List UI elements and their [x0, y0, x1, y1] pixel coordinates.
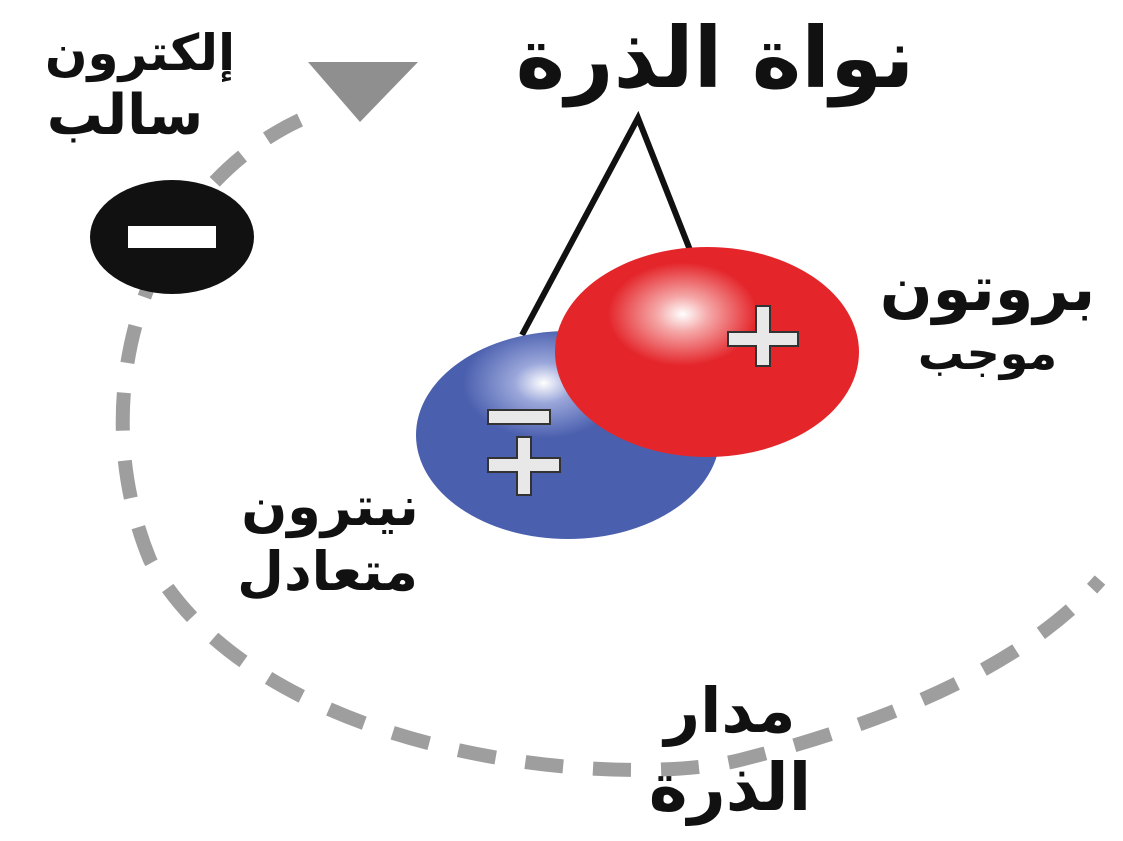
nucleus-label: نواة الذرة [480, 16, 950, 100]
proton [555, 247, 859, 457]
orbit-direction-arrow-icon [308, 62, 418, 122]
orbit-label-line2: الذرة [615, 755, 845, 821]
proton-label: بروتون [845, 258, 1123, 320]
electron [90, 180, 254, 294]
electron-label: إلكترون [0, 28, 280, 78]
electron-charge-label: سالب [0, 88, 250, 144]
electron-minus-icon [128, 226, 216, 248]
proton-charge-label: موجب [880, 330, 1095, 376]
neutron-minus-icon [488, 410, 550, 424]
orbit-label: مدار [620, 680, 840, 742]
neutron-label: نيترون [215, 480, 445, 534]
neutron-charge-label: متعادل [210, 545, 445, 599]
